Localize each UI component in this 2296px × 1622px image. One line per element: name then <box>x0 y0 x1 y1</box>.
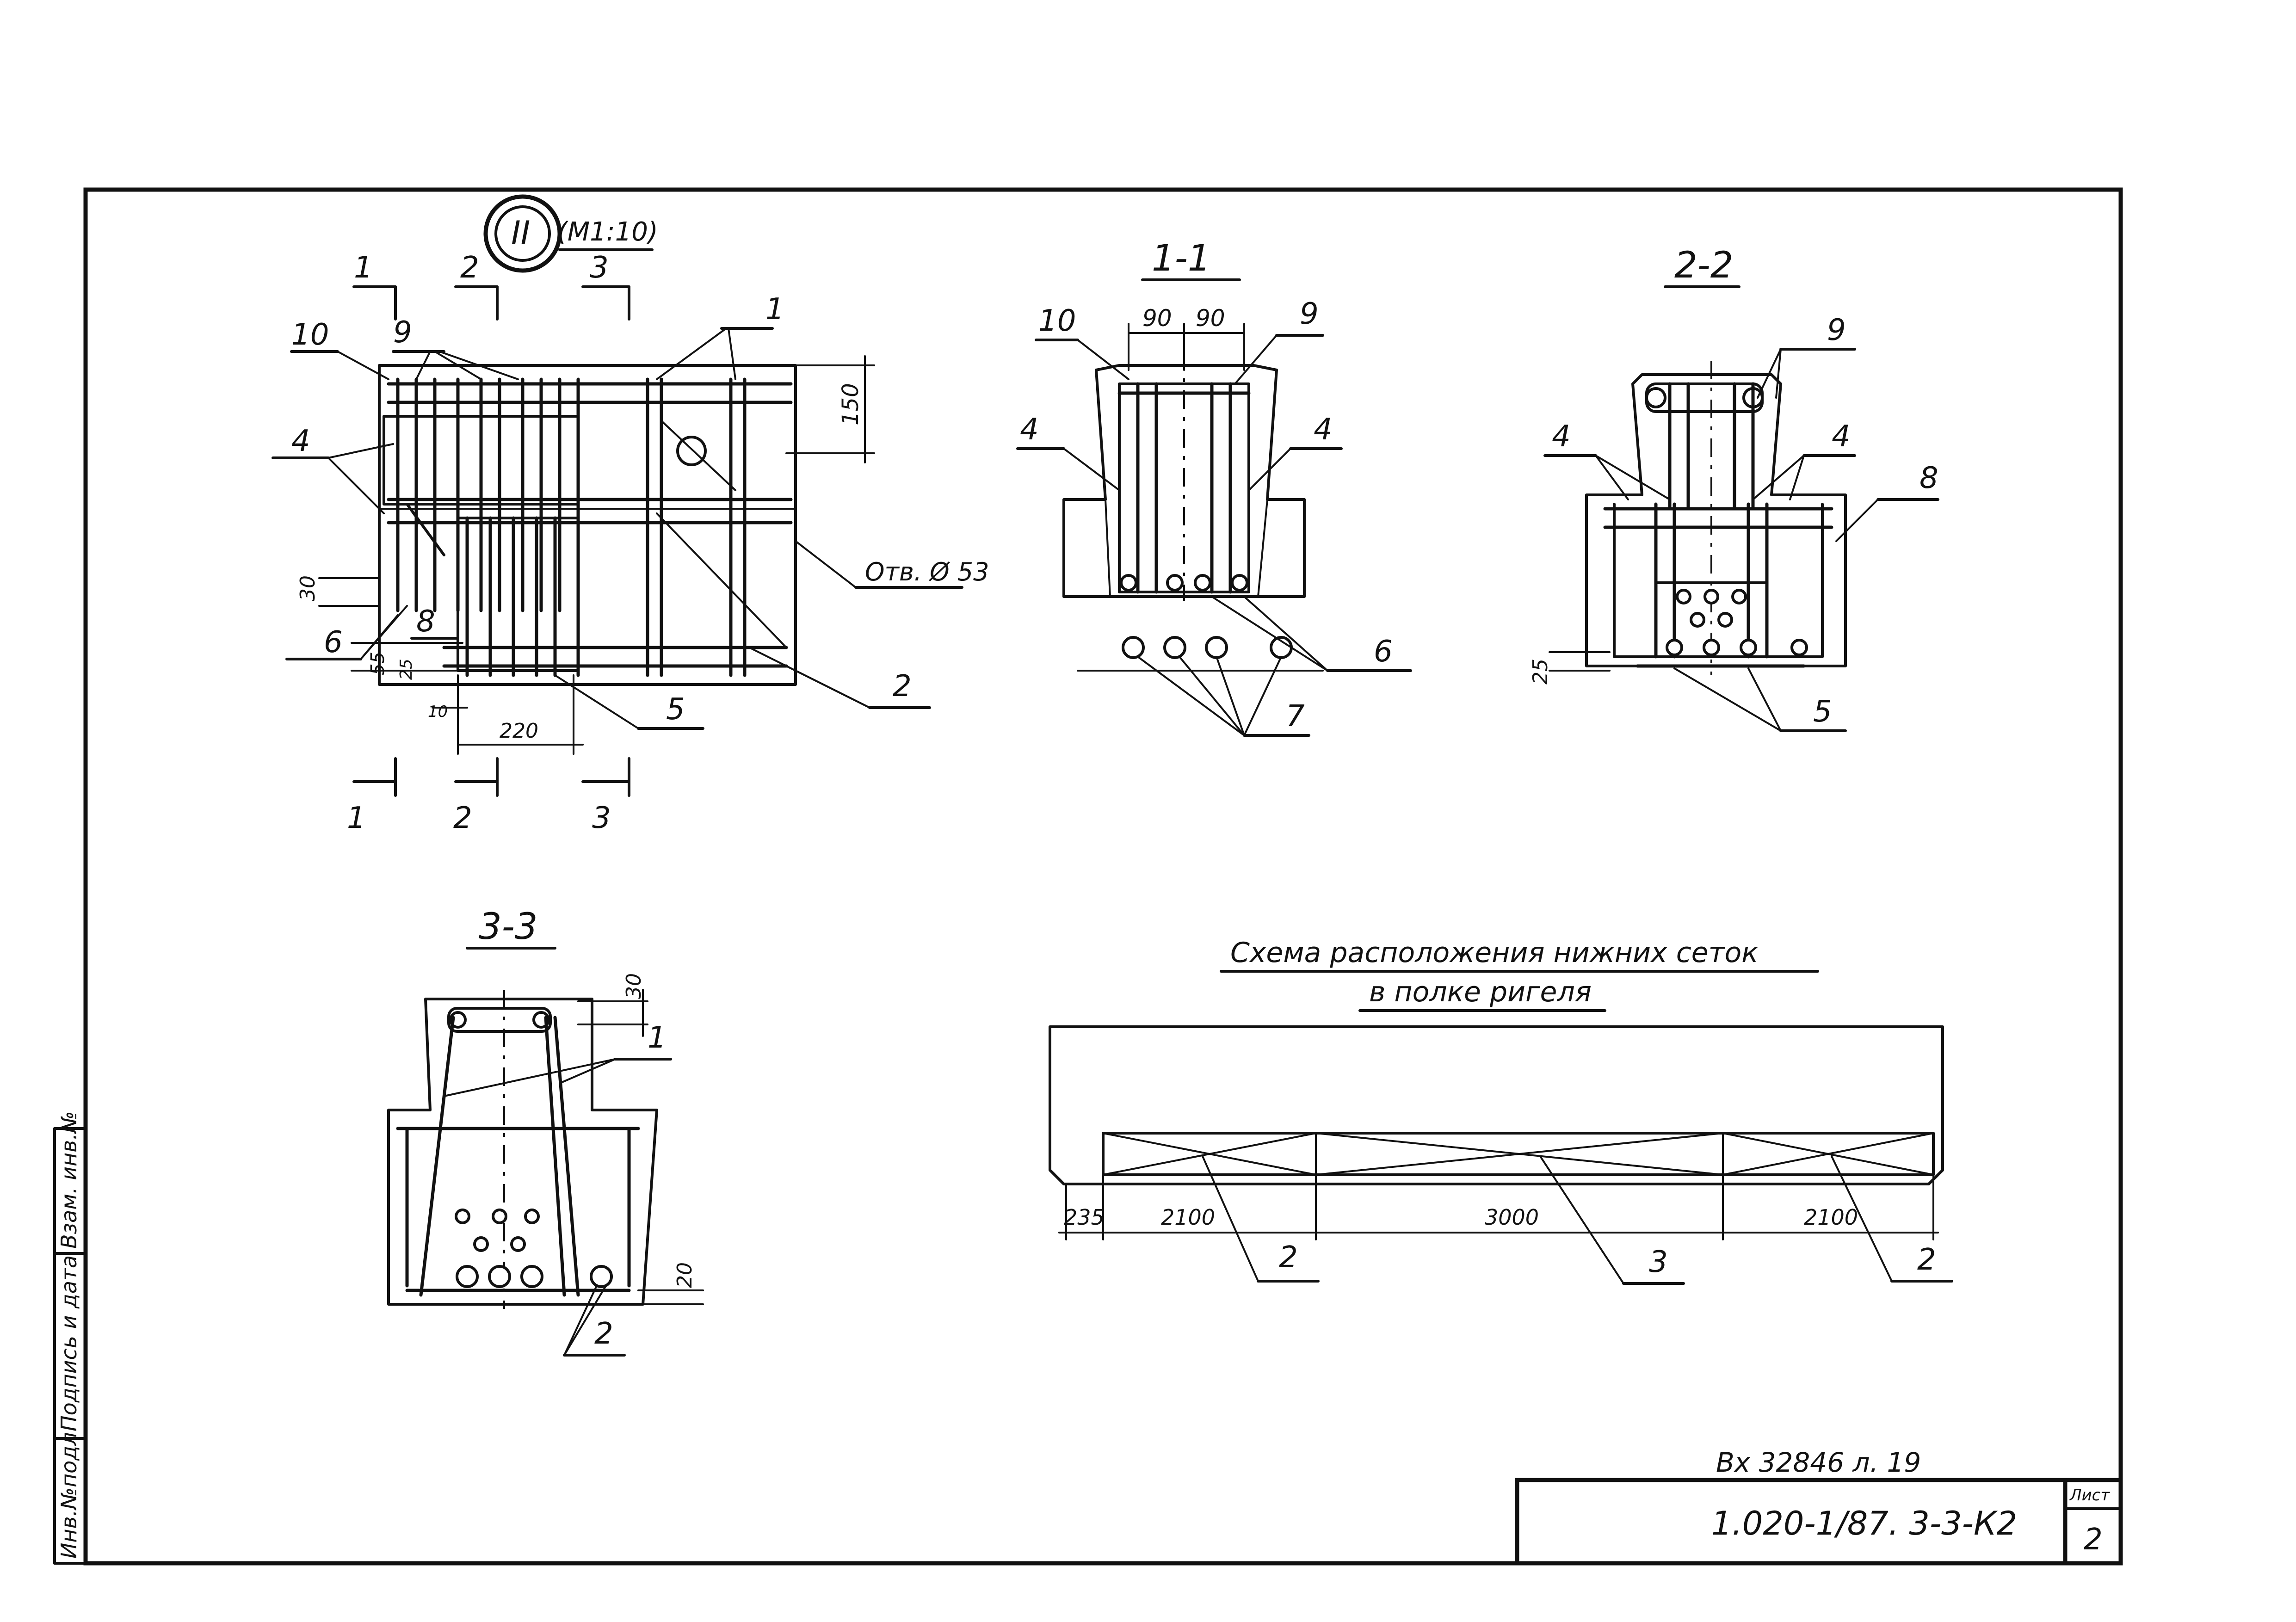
section-1-1-callout-10: 10 <box>1038 304 1076 338</box>
detail-marker-numeral: II <box>511 214 530 252</box>
title-block: Вх 32846 л. 19 1.020-1/87. 3-3-К2 Лист 2 <box>1515 1447 2123 1566</box>
mesh-scheme-title-line2: в полке ригеля <box>1369 976 1592 1008</box>
section-mark-3-bottom: 3 <box>592 801 611 835</box>
side-stamp-replacement: Взам. инв.№ <box>56 1111 81 1249</box>
detail-callouts: 10 9 1 4 2 6 8 5 <box>272 292 931 730</box>
section-1-1-dim-90a: 90 <box>1142 305 1172 332</box>
mesh-dim-235: 235 <box>1064 1205 1105 1230</box>
section-marks-bottom: 1 2 3 <box>347 757 630 835</box>
side-stamp-signature: Подпись и дата <box>56 1255 81 1431</box>
section-marks-top: 1 2 3 <box>352 251 630 321</box>
detail-dimensions: 150 30 55 25 10 220 <box>296 355 875 755</box>
stirrups <box>396 377 747 677</box>
sheet-frame <box>53 187 2123 1566</box>
sheet-label: Лист <box>2069 1486 2110 1505</box>
section-1-1: 1-1 90 90 10 9 <box>1016 238 1412 737</box>
document-code: 1.020-1/87. 3-3-К2 <box>1711 1505 2017 1542</box>
section-3-3-callout-1: 1 <box>648 1021 667 1055</box>
callout-4: 4 <box>291 424 310 458</box>
detail-view: Отв. Ø 53 1 2 3 1 2 3 10 <box>272 251 989 835</box>
section-2-2-callout-4-left: 4 <box>1552 419 1571 454</box>
hole-icon <box>676 436 707 466</box>
section-3-3-dim-30: 30 <box>622 973 646 999</box>
hole-label: Отв. Ø 53 <box>865 557 989 586</box>
section-mark-2-bottom: 2 <box>453 801 472 835</box>
section-3-3-dim-20: 20 <box>673 1262 697 1288</box>
callout-5: 5 <box>666 692 685 727</box>
dim-25: 25 <box>397 659 416 680</box>
detail-marker-scale: (М1:10) <box>557 217 658 247</box>
mesh-dim-3000: 3000 <box>1485 1205 1539 1230</box>
section-1-1-callout-7: 7 <box>1286 699 1305 734</box>
mesh-callout-2-left: 2 <box>1279 1240 1298 1275</box>
detail-marker: II (М1:10) <box>483 194 658 273</box>
callout-2: 2 <box>893 669 912 703</box>
section-mark-1-bottom: 1 <box>347 801 366 835</box>
dim-30: 30 <box>296 575 320 601</box>
section-1-1-title: 1-1 <box>1152 238 1210 279</box>
section-1-1-callout-9: 9 <box>1300 297 1319 331</box>
section-1-1-dim-90b: 90 <box>1196 305 1225 332</box>
inbox-note: Вх 32846 л. 19 <box>1716 1447 1921 1478</box>
mesh-scheme: Схема расположения нижних сеток в полке … <box>1049 937 1953 1285</box>
dim-55: 55 <box>367 652 389 675</box>
section-2-2: 2-2 25 9 <box>1529 245 1939 732</box>
section-1-1-callout-4-left: 4 <box>1020 413 1039 447</box>
callout-1: 1 <box>765 292 784 327</box>
mesh-callout-3: 3 <box>1649 1245 1668 1279</box>
section-mark-3-top: 3 <box>590 251 609 285</box>
callout-8: 8 <box>416 604 435 639</box>
section-3-3-title: 3-3 <box>479 906 537 948</box>
section-3-3: 3-3 30 20 1 2 <box>387 906 704 1357</box>
section-1-1-callout-6: 6 <box>1374 635 1393 669</box>
callout-6: 6 <box>324 625 343 660</box>
section-3-3-callout-2: 2 <box>594 1317 613 1351</box>
sheet-number: 2 <box>2084 1523 2103 1557</box>
dim-10: 10 <box>428 703 448 721</box>
section-2-2-callout-8: 8 <box>1920 461 1938 495</box>
mesh-scheme-title-line1: Схема расположения нижних сеток <box>1230 937 1759 969</box>
section-mark-1-top: 1 <box>354 251 373 285</box>
section-2-2-callout-4-right: 4 <box>1832 419 1851 454</box>
dim-220: 220 <box>500 719 538 743</box>
mesh-dim-2100-right: 2100 <box>1804 1205 1858 1230</box>
callout-10: 10 <box>291 318 329 352</box>
section-2-2-callout-5: 5 <box>1813 695 1832 729</box>
side-stamp-inv-no: Инв.№подл. <box>56 1425 81 1559</box>
mesh-callout-2-right: 2 <box>1917 1243 1936 1277</box>
mesh-dim-2100-left: 2100 <box>1161 1205 1215 1230</box>
side-stamp: Инв.№подл. Подпись и дата Взам. инв.№ <box>56 1111 81 1559</box>
section-2-2-callout-9: 9 <box>1827 313 1846 347</box>
section-1-1-callout-4-right: 4 <box>1314 413 1333 447</box>
callout-9: 9 <box>393 315 412 350</box>
section-2-2-dim-25: 25 <box>1529 659 1552 685</box>
section-mark-2-top: 2 <box>460 251 479 285</box>
dim-150: 150 <box>838 383 864 426</box>
section-2-2-title: 2-2 <box>1674 245 1733 286</box>
